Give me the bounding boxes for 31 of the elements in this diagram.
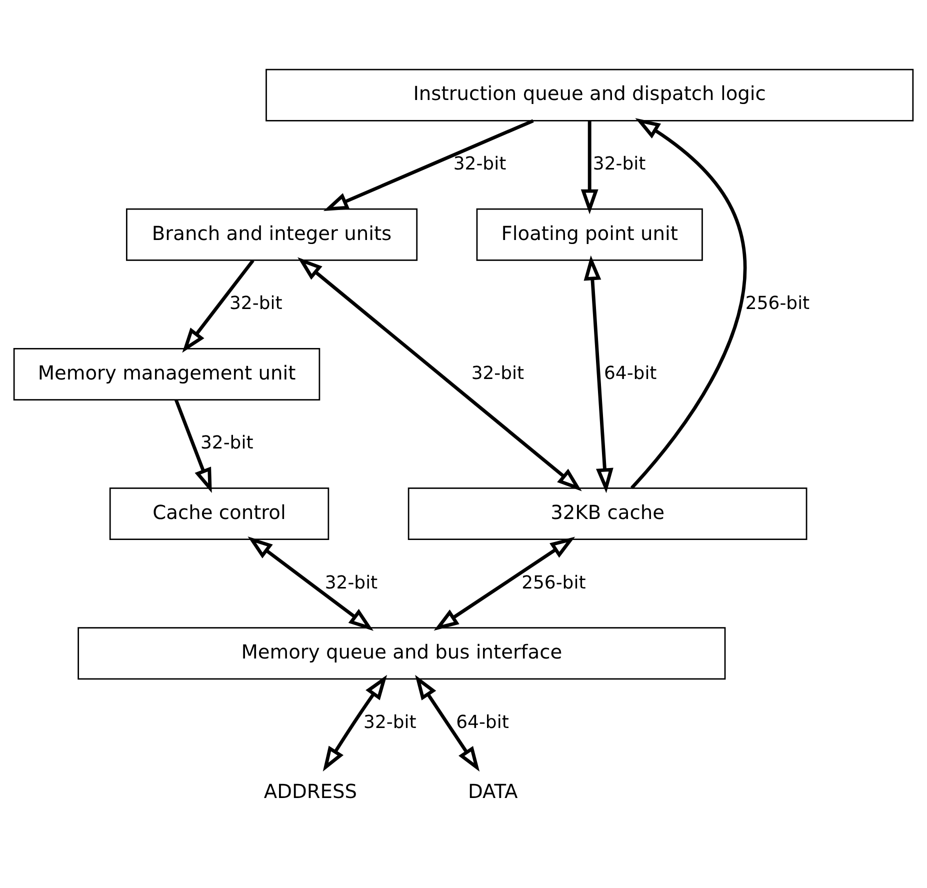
- arrow: [415, 674, 480, 772]
- node-text: DATA: [468, 780, 518, 804]
- node-box: Floating point unit: [476, 208, 703, 261]
- edge-label: 64-bit: [456, 712, 509, 733]
- edge-label: 32-bit: [471, 362, 524, 384]
- edge-label: 32-bit: [230, 293, 282, 314]
- edge-label: 256-bit: [522, 572, 586, 594]
- arrow: [584, 255, 614, 494]
- arrow: [298, 257, 582, 492]
- edge-label: 32-bit: [200, 432, 254, 454]
- arrow: [580, 120, 598, 214]
- node-box: Memory queue and bus interface: [78, 627, 726, 680]
- node-box: Cache control: [109, 488, 330, 540]
- arrow: [630, 118, 747, 490]
- edge-label: 64-bit: [604, 362, 657, 384]
- arrow: [174, 399, 212, 494]
- edge-label: 32-bit: [364, 712, 416, 733]
- node-box: 32KB cache: [408, 488, 808, 540]
- node-box: Memory management unit: [13, 348, 320, 400]
- edge-label: 32-bit: [324, 572, 378, 594]
- node-box: Branch and integer units: [126, 208, 418, 261]
- node-box: Instruction queue and dispatch logic: [266, 68, 914, 122]
- arrow: [182, 259, 254, 353]
- arrow: [322, 674, 388, 772]
- edge-label: 32-bit: [453, 154, 506, 175]
- edge-label: 32-bit: [592, 154, 646, 175]
- edge-label: 256-bit: [745, 293, 810, 314]
- arrow: [248, 536, 374, 631]
- node-text: ADDRESS: [264, 780, 358, 804]
- arrow: [323, 119, 534, 212]
- arrow: [434, 536, 576, 631]
